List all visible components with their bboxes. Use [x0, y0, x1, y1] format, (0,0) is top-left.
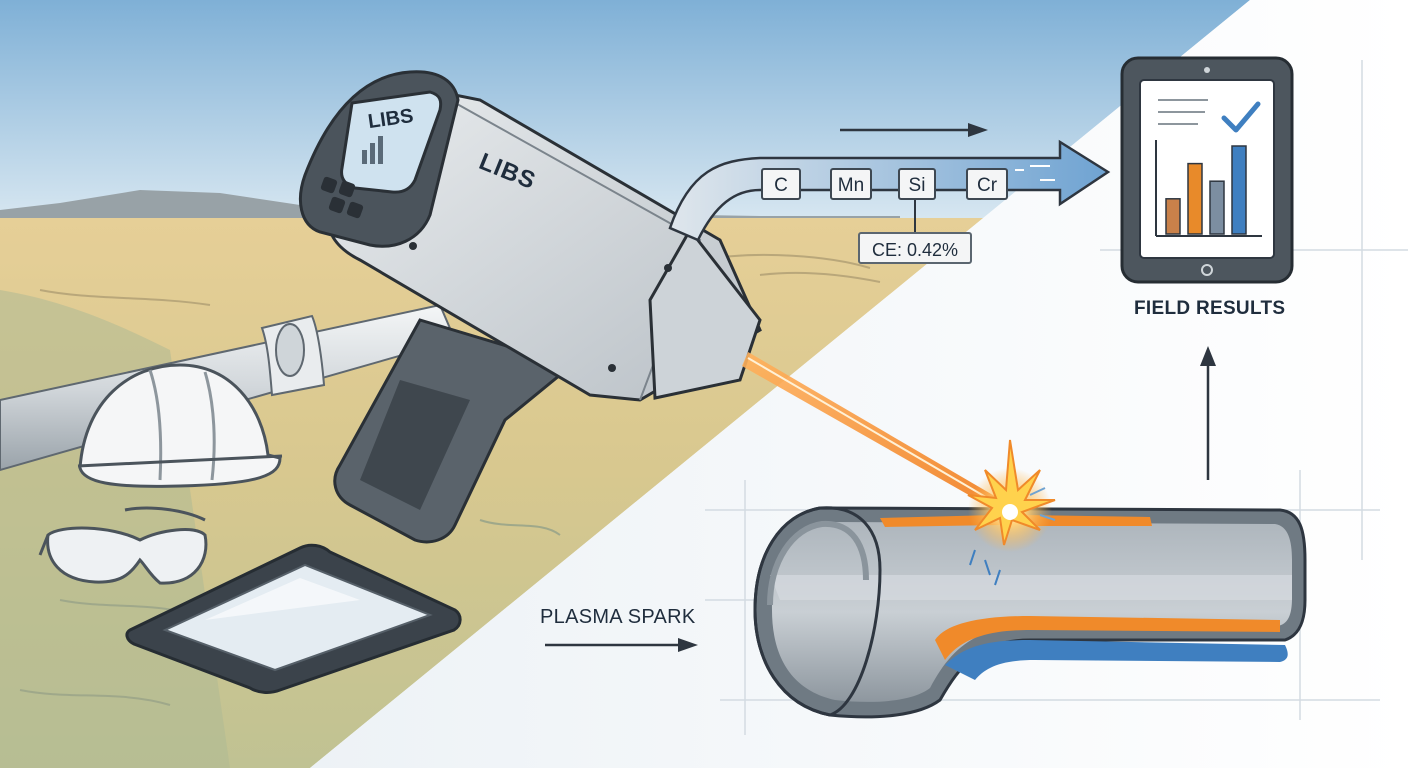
device-screen	[340, 90, 443, 194]
plasma-spark	[967, 439, 1056, 586]
laser-beam	[742, 352, 1010, 515]
data-flow-arrow	[668, 139, 1111, 242]
results-arrow	[1200, 346, 1216, 480]
results-tablet	[1120, 56, 1294, 284]
pipe-cross-section	[753, 506, 1307, 719]
results-bar-3	[1209, 180, 1225, 235]
libs-analyzer-device	[298, 70, 762, 544]
safety-glasses-icon	[38, 506, 208, 585]
plasma-pointer-arrow	[545, 638, 698, 652]
results-bar-4	[1231, 145, 1247, 235]
top-arrow	[840, 123, 988, 137]
carbon-equivalent-label: CE: 0.42%	[858, 232, 972, 264]
results-bar-1	[1165, 198, 1181, 235]
element-chip-si: Si	[898, 168, 936, 200]
check-icon	[1221, 101, 1261, 133]
results-bar-chart	[1165, 145, 1247, 235]
element-chip-mn: Mn	[830, 168, 872, 200]
field-tablet-icon	[125, 543, 462, 694]
field-results-label: FIELD RESULTS	[1134, 298, 1286, 319]
element-chip-c: C	[761, 168, 801, 200]
element-chip-cr: Cr	[966, 168, 1008, 200]
plasma-spark-label: PLASMA SPARK	[540, 606, 696, 628]
results-bar-2	[1187, 162, 1203, 235]
hard-hat-icon	[77, 363, 283, 488]
